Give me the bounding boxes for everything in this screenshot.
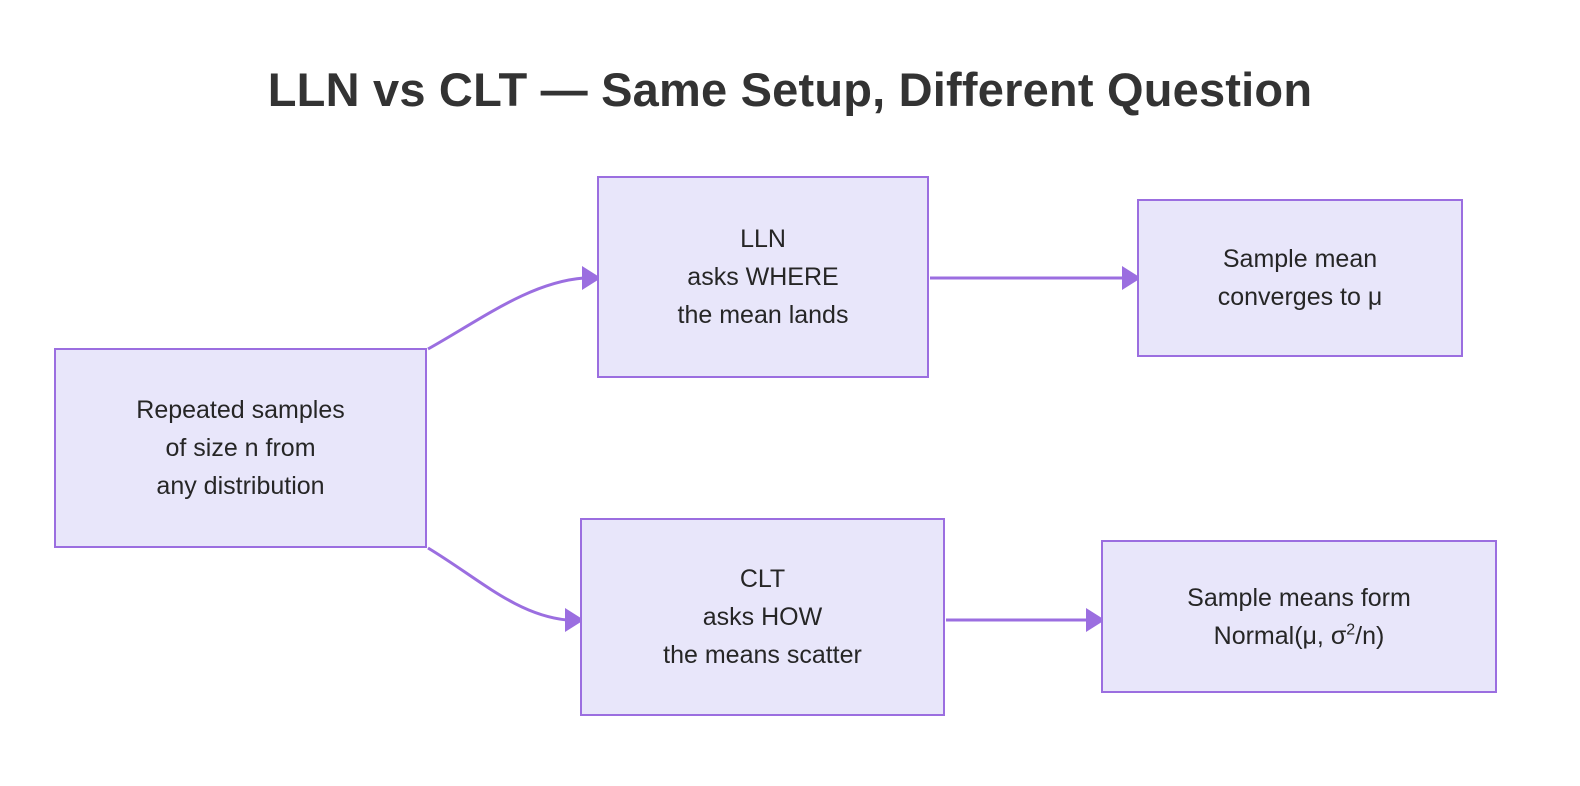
- node-line: the mean lands: [677, 301, 849, 329]
- node-line: LLN: [740, 225, 786, 253]
- node-clt[interactable]: CLT asks HOW the means scatter: [580, 518, 945, 716]
- node-line: Repeated samples: [136, 396, 345, 424]
- node-sample-means-normal[interactable]: Sample means form Normal(μ, σ2/n): [1101, 540, 1497, 693]
- node-sample-mean-converges[interactable]: Sample mean converges to μ: [1137, 199, 1463, 357]
- node-line: of size n from: [165, 434, 316, 462]
- node-line: asks HOW: [702, 603, 823, 631]
- edge-source-to-clt: [427, 546, 584, 632]
- node-lln[interactable]: LLN asks WHERE the mean lands: [597, 176, 929, 378]
- node-line: converges to μ: [1217, 283, 1383, 311]
- edge-source-to-lln: [427, 266, 601, 351]
- node-line: asks WHERE: [687, 263, 839, 291]
- node-line: CLT: [739, 565, 786, 593]
- node-line: the means scatter: [663, 641, 862, 669]
- node-line: Sample mean: [1222, 245, 1378, 273]
- edge-lln-to-lln-out: [930, 266, 1141, 290]
- node-repeated-samples[interactable]: Repeated samples of size n from any dist…: [54, 348, 427, 548]
- node-line-formula: Normal(μ, σ2/n): [1214, 617, 1385, 655]
- formula-suffix: /n): [1355, 621, 1385, 650]
- edge-clt-to-clt-out: [946, 608, 1105, 632]
- page-title: LLN vs CLT — Same Setup, Different Quest…: [267, 63, 1313, 116]
- formula-prefix: Normal(μ, σ: [1213, 621, 1347, 650]
- formula-exponent: 2: [1346, 621, 1356, 639]
- node-line: any distribution: [156, 472, 325, 500]
- node-line: Sample means form: [1187, 583, 1411, 612]
